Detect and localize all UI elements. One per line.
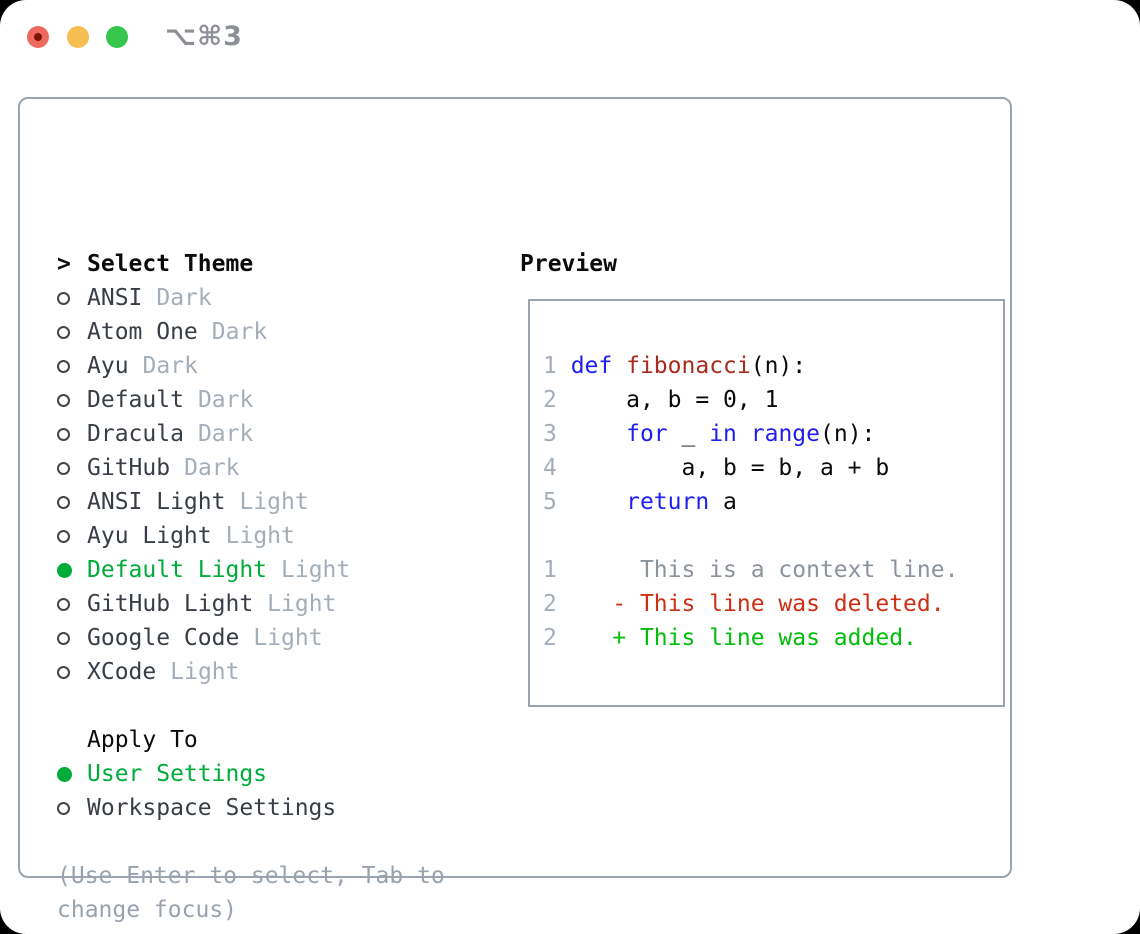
radio-unselected-icon bbox=[57, 359, 87, 373]
spacer bbox=[57, 825, 497, 859]
radio-unselected-icon bbox=[57, 325, 87, 339]
code-line: 1 This is a context line. bbox=[543, 557, 959, 583]
theme-picker-panel: > Select Theme ANSI Dark Atom One Dark Ay… bbox=[18, 97, 1012, 923]
help-hint-line1: (Use Enter to select, Tab to bbox=[57, 863, 445, 889]
apply-to-option-user-settings[interactable]: User Settings bbox=[57, 757, 497, 791]
code-line: 2 a, b = 0, 1 bbox=[543, 387, 779, 413]
maximize-button[interactable] bbox=[106, 26, 128, 48]
help-hint-line2: change focus) bbox=[57, 897, 238, 923]
theme-option-atom-one-dark[interactable]: Atom One Dark bbox=[57, 315, 497, 349]
apply-to-header: Apply To bbox=[87, 727, 198, 753]
theme-option-ansi-dark[interactable]: ANSI Dark bbox=[57, 281, 497, 315]
theme-option-dracula-dark[interactable]: Dracula Dark bbox=[57, 417, 497, 451]
theme-option-ansi-light[interactable]: ANSI Light Light bbox=[57, 485, 497, 519]
theme-option-github-light[interactable]: GitHub Light Light bbox=[57, 587, 497, 621]
focus-caret-icon: > bbox=[57, 251, 71, 277]
minimize-button[interactable] bbox=[67, 26, 89, 48]
radio-unselected-icon bbox=[57, 461, 87, 475]
radio-unselected-icon bbox=[57, 291, 87, 305]
theme-option-xcode-light[interactable]: XCode Light bbox=[57, 655, 497, 689]
theme-option-ayu-dark[interactable]: Ayu Dark bbox=[57, 349, 497, 383]
radio-unselected-icon bbox=[57, 495, 87, 509]
code-line: 1 def fibonacci(n): bbox=[543, 353, 807, 379]
radio-unselected-icon bbox=[57, 801, 87, 815]
radio-unselected-icon bbox=[57, 393, 87, 407]
radio-unselected-icon bbox=[57, 631, 87, 645]
code-line: 2 - This line was deleted. bbox=[543, 591, 945, 617]
code-line: 5 return a bbox=[543, 489, 737, 515]
theme-option-default-dark[interactable]: Default Dark bbox=[57, 383, 497, 417]
theme-option-ayu-light[interactable]: Ayu Light Light bbox=[57, 519, 497, 553]
spacer bbox=[57, 689, 497, 723]
close-button[interactable] bbox=[27, 26, 49, 48]
theme-option-google-code-light[interactable]: Google Code Light bbox=[57, 621, 497, 655]
radio-unselected-icon bbox=[57, 597, 87, 611]
select-theme-header: > Select Theme bbox=[57, 247, 497, 281]
preview-box: 1 def fibonacci(n): 2 a, b = 0, 1 3 for _ … bbox=[528, 299, 1005, 707]
select-theme-title: Select Theme bbox=[87, 251, 254, 277]
preview-title: Preview bbox=[520, 251, 617, 277]
code-line: 2 + This line was added. bbox=[543, 625, 917, 651]
theme-list: > Select Theme ANSI Dark Atom One Dark Ay… bbox=[57, 247, 497, 927]
code-line bbox=[543, 519, 1003, 553]
radio-unselected-icon bbox=[57, 427, 87, 441]
window-shortcut-label: ⌥⌘3 bbox=[165, 21, 243, 52]
apply-to-option-workspace-settings[interactable]: Workspace Settings bbox=[57, 791, 497, 825]
code-line: 4 a, b = b, a + b bbox=[543, 455, 890, 481]
radio-unselected-icon bbox=[57, 529, 87, 543]
theme-option-github-dark[interactable]: GitHub Dark bbox=[57, 451, 497, 485]
theme-option-default-light[interactable]: Default Light Light bbox=[57, 553, 497, 587]
code-line: 3 for _ in range(n): bbox=[543, 421, 876, 447]
preview-code: 1 def fibonacci(n): 2 a, b = 0, 1 3 for _ … bbox=[530, 301, 1003, 655]
radio-unselected-icon bbox=[57, 665, 87, 679]
radio-selected-icon bbox=[57, 766, 87, 782]
radio-selected-icon bbox=[57, 562, 87, 578]
